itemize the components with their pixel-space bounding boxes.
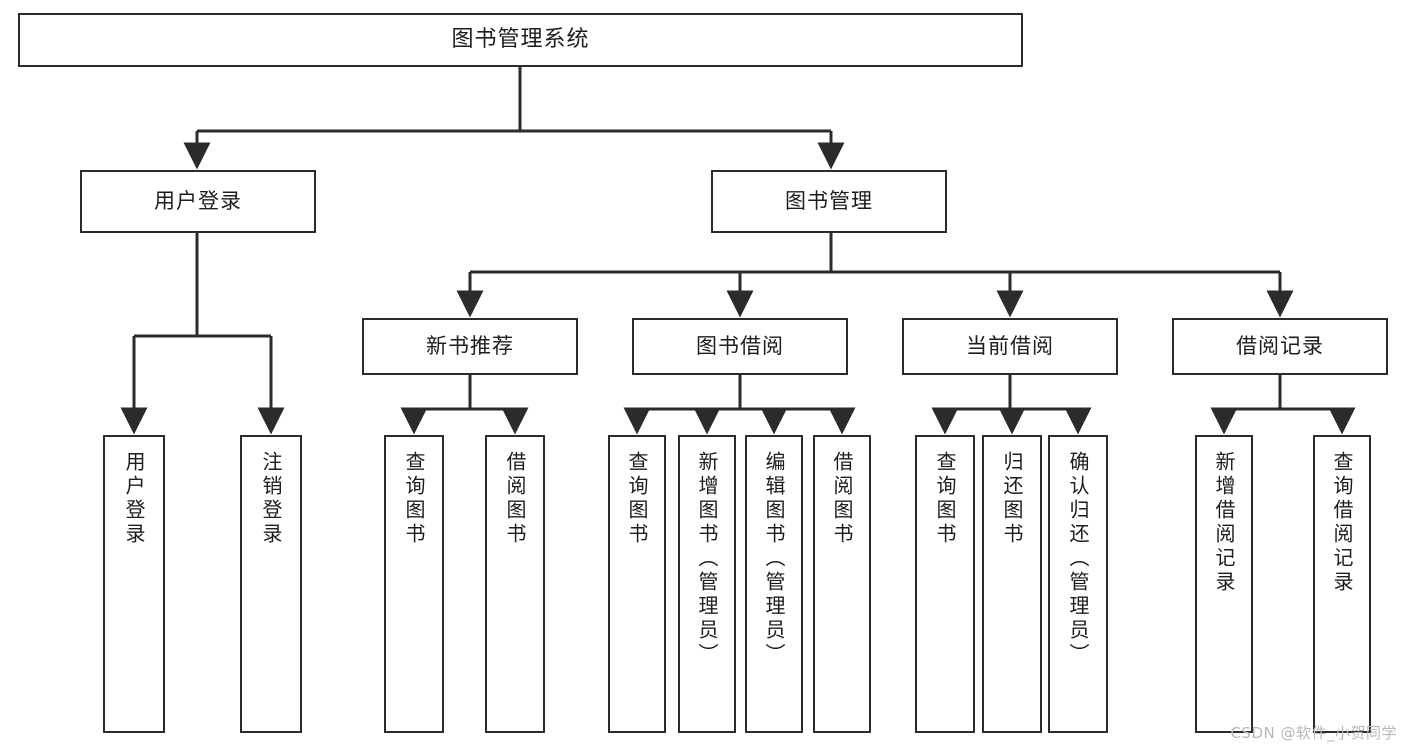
node-leaf-return-book-label: 归还图书 (1000, 451, 1024, 547)
node-leaf-query-book-1-label: 查询图书 (402, 451, 426, 547)
node-leaf-logout-login-label: 注销登录 (259, 451, 283, 547)
node-leaf-user-login[interactable]: 用户登录 (103, 435, 165, 733)
node-current-borrow-label: 当前借阅 (966, 334, 1054, 359)
node-book-management[interactable]: 图书管理 (711, 170, 947, 233)
node-leaf-add-record[interactable]: 新增借阅记录 (1195, 435, 1253, 733)
node-leaf-borrow-book-2-label: 借阅图书 (830, 451, 854, 547)
node-leaf-add-record-label: 新增借阅记录 (1212, 451, 1236, 595)
node-user-login[interactable]: 用户登录 (80, 170, 316, 233)
node-book-management-label: 图书管理 (785, 189, 873, 214)
node-leaf-add-book-label: 新增图书（管理员） (695, 451, 719, 667)
node-leaf-query-book-3[interactable]: 查询图书 (915, 435, 975, 733)
node-leaf-return-book[interactable]: 归还图书 (982, 435, 1042, 733)
node-leaf-logout-login[interactable]: 注销登录 (240, 435, 302, 733)
node-leaf-query-record[interactable]: 查询借阅记录 (1313, 435, 1371, 733)
node-leaf-borrow-book-1[interactable]: 借阅图书 (485, 435, 545, 733)
node-root-system[interactable]: 图书管理系统 (18, 13, 1023, 67)
node-leaf-confirm-return-label: 确认归还（管理员） (1066, 451, 1090, 667)
node-leaf-query-book-2-label: 查询图书 (625, 451, 649, 547)
node-root-system-label: 图书管理系统 (451, 27, 590, 53)
node-leaf-add-book[interactable]: 新增图书（管理员） (678, 435, 736, 733)
node-book-borrow[interactable]: 图书借阅 (632, 318, 848, 375)
node-leaf-edit-book-label: 编辑图书（管理员） (762, 451, 786, 667)
node-current-borrow[interactable]: 当前借阅 (902, 318, 1118, 375)
node-leaf-query-book-2[interactable]: 查询图书 (608, 435, 666, 733)
node-leaf-confirm-return[interactable]: 确认归还（管理员） (1048, 435, 1108, 733)
node-leaf-borrow-book-1-label: 借阅图书 (503, 451, 527, 547)
node-book-borrow-label: 图书借阅 (696, 334, 784, 359)
node-borrow-record-label: 借阅记录 (1236, 334, 1324, 359)
node-leaf-borrow-book-2[interactable]: 借阅图书 (813, 435, 871, 733)
node-leaf-query-book-1[interactable]: 查询图书 (384, 435, 444, 733)
node-leaf-edit-book[interactable]: 编辑图书（管理员） (745, 435, 803, 733)
node-leaf-query-book-3-label: 查询图书 (933, 451, 957, 547)
node-borrow-record[interactable]: 借阅记录 (1172, 318, 1388, 375)
node-new-book-recommend-label: 新书推荐 (426, 334, 514, 359)
node-leaf-user-login-label: 用户登录 (122, 451, 146, 547)
node-leaf-query-record-label: 查询借阅记录 (1330, 451, 1354, 595)
node-new-book-recommend[interactable]: 新书推荐 (362, 318, 578, 375)
node-user-login-label: 用户登录 (154, 189, 242, 214)
